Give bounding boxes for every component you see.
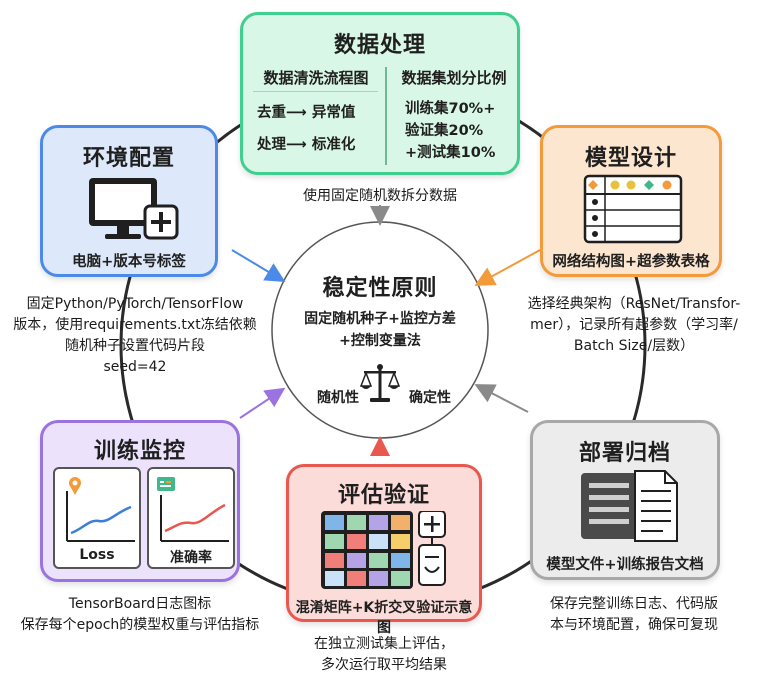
arrow-model-to-center xyxy=(474,249,541,286)
evaluation-note-2: 多次运行取平均结果 xyxy=(321,657,447,673)
training-note-1: TensorBoard日志图标 xyxy=(68,596,212,612)
evaluation-title: 评估验证 xyxy=(337,483,430,508)
environment-note-3: 随机种子设置代码片段 xyxy=(65,338,205,354)
training-note-2: 保存每个epoch的模型权重与评估指标 xyxy=(20,617,260,633)
deployment-caption: 模型文件+训练报告文档 xyxy=(546,557,704,573)
split-ratio-line-3: +测试集10% xyxy=(405,145,496,161)
data-processing-divider xyxy=(385,67,387,165)
deployment-title: 部署归档 xyxy=(578,441,671,466)
center-left-label: 随机性 xyxy=(317,390,359,406)
table-icon xyxy=(583,174,683,244)
cleaning-flow-line-1: 去重⟶ 异常值 xyxy=(257,105,356,121)
model-design-note-3: Batch Size/层数） xyxy=(573,338,695,354)
center-subtitle-2: +控制变量法 xyxy=(339,333,421,349)
balance-scale-icon xyxy=(360,364,400,402)
arrow-env-to-center xyxy=(231,249,286,283)
data-processing-title: 数据处理 xyxy=(333,33,426,58)
center-right-label: 确定性 xyxy=(409,390,451,406)
environment-title: 环境配置 xyxy=(82,146,175,171)
training-title: 训练监控 xyxy=(93,439,186,464)
evaluation-card: 评估验证 混淆矩阵+K折交叉验证示意图 xyxy=(286,464,482,636)
deployment-note-2: 本与环境配置，确保可复现 xyxy=(550,617,718,633)
environment-note-4: seed=42 xyxy=(103,359,167,375)
evaluation-caption: 混淆矩阵+K折交叉验证示意图 xyxy=(295,600,473,636)
loss-label: Loss xyxy=(79,547,115,563)
model-design-card: 模型设计 网络结构图+超参数表格 xyxy=(540,125,722,277)
model-design-title: 模型设计 xyxy=(584,146,677,171)
data-processing-left-sep xyxy=(253,91,378,92)
center-title: 稳定性原则 xyxy=(322,276,438,301)
computer-icon xyxy=(89,178,179,240)
line-chart-icon xyxy=(66,477,135,542)
arrow-train-to-center xyxy=(239,387,286,419)
evaluation-note-1: 在独立测试集上评估， xyxy=(314,636,454,652)
center-subtitle-1: 固定随机种子+监控方差 xyxy=(304,311,456,327)
environment-note-1: 固定Python/PyTorch/TensorFlow xyxy=(26,296,244,312)
split-ratio-header: 数据集划分比例 xyxy=(401,69,507,87)
document-icon xyxy=(581,470,678,542)
arrow-deploy-to-center xyxy=(474,384,529,413)
bar-line-chart-icon xyxy=(157,477,229,542)
split-ratio-line-2: 验证集20% xyxy=(405,123,484,139)
cleaning-flow-header: 数据清洗流程图 xyxy=(263,69,369,87)
model-design-note-2: mer），记录所有超参数（学习率/ xyxy=(530,317,738,333)
cleaning-flow-line-2: 处理⟶ 标准化 xyxy=(257,137,356,153)
matrix-icon xyxy=(321,511,446,589)
environment-note-2: 版本，使用requirements.txt冻结依赖 xyxy=(13,317,257,333)
deployment-note-1: 保存完整训练日志、代码版 xyxy=(550,596,718,612)
split-ratio-line-1: 训练集70%+ xyxy=(405,101,496,117)
model-design-caption: 网络结构图+超参数表格 xyxy=(552,254,710,270)
model-design-note-1: 选择经典架构（ResNet/Transfor- xyxy=(527,296,741,312)
data-processing-card: 数据处理 数据清洗流程图 去重⟶ 异常值 处理⟶ 标准化 数据集划分比例 训练集… xyxy=(240,12,520,175)
loss-chart-panel: Loss xyxy=(53,467,141,569)
deployment-card: 部署归档 模型文件+训练报告文档 xyxy=(530,420,720,580)
environment-card: 环境配置 电脑+版本号标签 xyxy=(40,125,218,277)
training-card: 训练监控 Loss 准确率 xyxy=(40,420,240,582)
environment-caption: 电脑+版本号标签 xyxy=(72,254,186,270)
accuracy-chart-panel: 准确率 xyxy=(147,467,235,569)
data-processing-note: 使用固定随机数拆分数据 xyxy=(303,188,457,204)
accuracy-label: 准确率 xyxy=(170,550,212,566)
